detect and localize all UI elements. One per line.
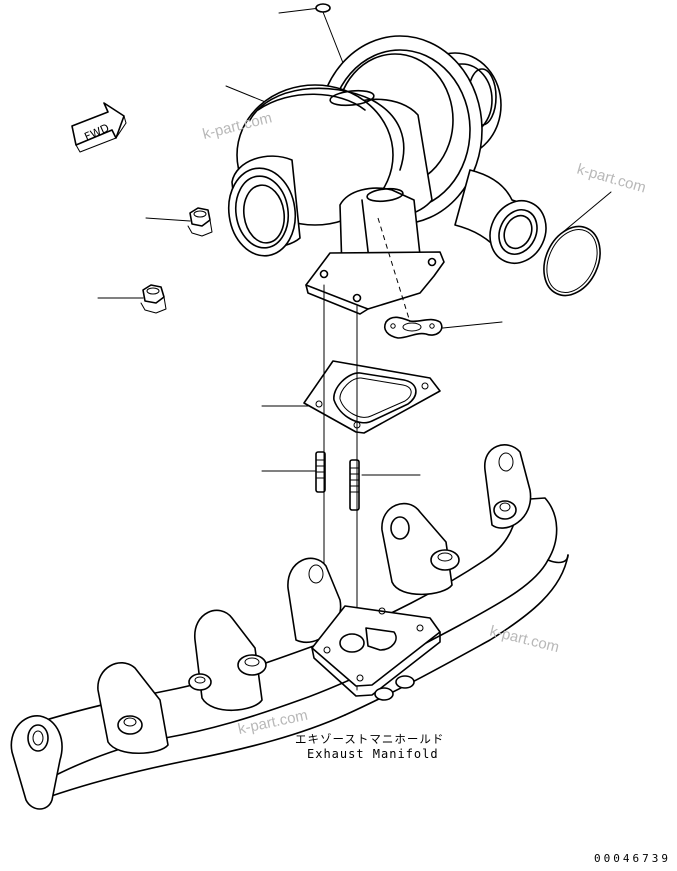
turbocharger [227,35,547,315]
port-flange-4 [381,502,453,596]
stud-1 [315,451,326,493]
leader-line-5 [432,321,503,330]
fwd-arrow-icon [71,102,127,153]
drawing-code: 00046739 [594,852,671,865]
oil-drain-gasket [383,316,443,339]
exhaust-manifold [10,444,569,810]
turbo-mounting-gasket [303,360,441,434]
leader-lines [97,7,612,476]
manifold-end-flange [10,715,63,810]
nut-1 [187,207,213,237]
leader-line-9 [562,191,612,233]
leader-line-1 [278,7,321,14]
inlet-flange [489,200,547,264]
port-flange-3 [287,557,342,643]
stud-2 [349,459,360,511]
o-ring [543,225,601,297]
part-name-japanese: エキゾーストマニホールド [295,732,445,746]
turbine-inlet-flange [305,251,445,310]
leader-line-3 [145,217,191,222]
nut-2 [140,284,167,314]
port-flange-1 [97,662,169,754]
part-name-english: Exhaust Manifold [307,747,439,761]
